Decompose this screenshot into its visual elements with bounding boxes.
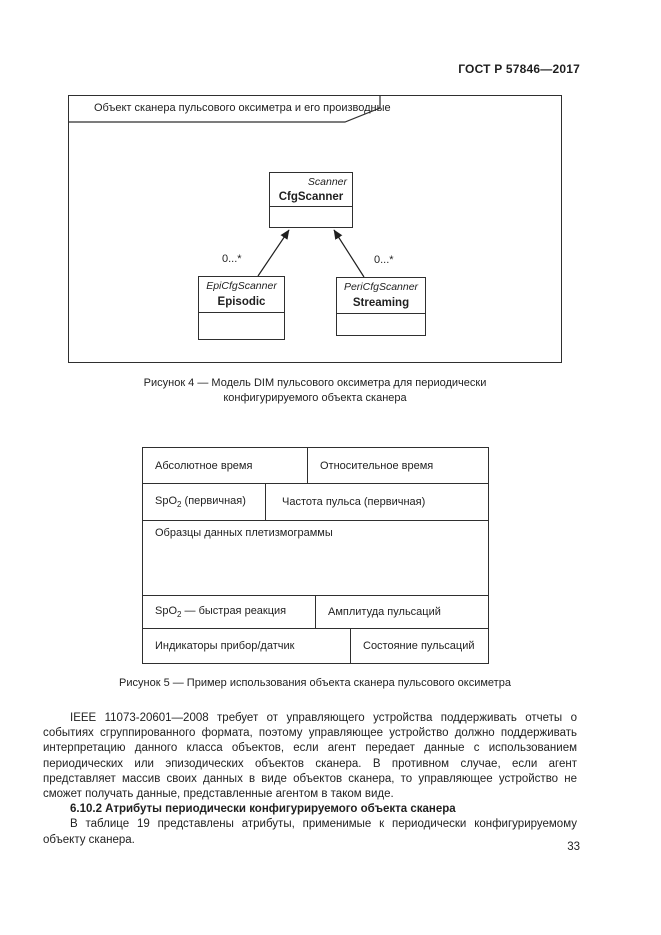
- class-name: Episodic: [217, 296, 266, 308]
- figure5-caption: Рисунок 5 — Пример использования объекта…: [119, 677, 511, 689]
- body-paragraph: В таблице 19 представлены атрибуты, прим…: [43, 818, 577, 846]
- table-row: SpO2 — быстрая реакция Амплитуда пульсац…: [143, 595, 488, 628]
- body-paragraph: IEEE 11073-20601—2008 требует от управля…: [43, 712, 577, 801]
- uml-class-streaming: PeriCfgScanner Streaming: [336, 277, 426, 336]
- generalization-arrows: [257, 229, 365, 278]
- table-row: SpO2 (первичная) Частота пульса (первичн…: [143, 483, 488, 520]
- multiplicity-label-left: 0...*: [222, 253, 242, 265]
- cell-spo2-fast: SpO2 — быстрая реакция: [155, 604, 287, 620]
- figure4-caption-line1: Рисунок 4 — Модель DIM пульсового оксиме…: [143, 377, 487, 389]
- class-name: CfgScanner: [278, 191, 344, 203]
- multiplicity-label-right: 0...*: [374, 254, 394, 266]
- page-number: 33: [567, 841, 580, 853]
- table-row: Абсолютное время Относительное время: [143, 448, 488, 483]
- figure4-uml-frame: Объект сканера пульсового оксиметра и ег…: [68, 95, 562, 363]
- table-row: Индикаторы прибор/датчик Состояние пульс…: [143, 628, 488, 663]
- cell-plethysmogram-samples: Образцы данных плетизмограммы: [155, 527, 333, 539]
- generalization-arrow-right: [333, 229, 365, 278]
- figure4-caption-line2: конфигурируемого объекта сканера: [223, 392, 407, 404]
- section-heading: 6.10.2 Атрибуты периодически конфигуриру…: [70, 803, 456, 816]
- cell-absolute-time: Абсолютное время: [155, 459, 253, 472]
- frame-tab-label: Объект сканера пульсового оксиметра и ег…: [94, 102, 391, 114]
- figure5-block-table: Абсолютное время Относительное время SpO…: [142, 447, 489, 664]
- table-row: Образцы данных плетизмограммы: [143, 520, 488, 595]
- figure4-caption: Рисунок 4 — Модель DIM пульсового оксиме…: [68, 376, 562, 406]
- document-code: ГОСТ Р 57846—2017: [458, 62, 580, 76]
- body-text-block: IEEE 11073-20601—2008 требует от управля…: [43, 711, 577, 848]
- cell-pulse-amplitude: Амплитуда пульсаций: [315, 596, 488, 628]
- frame-tab-shape: [69, 96, 381, 123]
- cell-pulse-rate: Частота пульса (первичная): [265, 484, 488, 520]
- class-stereotype: Scanner: [307, 176, 347, 188]
- cell-relative-time: Относительное время: [307, 448, 488, 483]
- cell-pulsation-state: Состояние пульсаций: [350, 629, 488, 663]
- class-name: Streaming: [352, 297, 410, 309]
- class-stereotype: PeriCfgScanner: [343, 281, 419, 293]
- class-stereotype: EpiCfgScanner: [206, 280, 277, 292]
- generalization-arrow-left: [257, 229, 290, 277]
- uml-class-cfgscanner: Scanner CfgScanner: [269, 172, 353, 228]
- cell-spo2-primary: SpO2 (первичная): [155, 494, 246, 510]
- cell-device-sensor-indicators: Индикаторы прибор/датчик: [155, 640, 295, 652]
- uml-class-episodic: EpiCfgScanner Episodic: [198, 276, 285, 340]
